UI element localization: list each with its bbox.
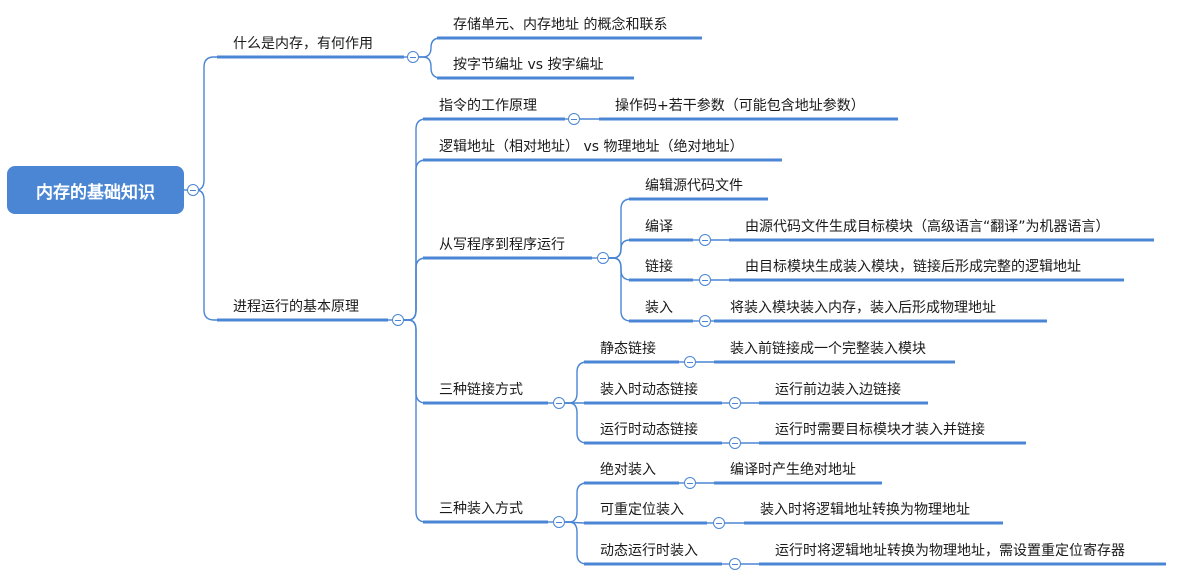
node-n1-0-0[interactable]: 操作码+若干参数（可能包含地址参数）	[615, 98, 865, 114]
node-n0[interactable]: 什么是内存，有何作用	[233, 36, 373, 52]
node-n1-1[interactable]: 逻辑地址（相对地址） vs 物理地址（绝对地址）	[439, 139, 744, 155]
node-n1-2-2[interactable]: 链接	[645, 259, 673, 275]
root-collapse-toggle[interactable]	[187, 184, 199, 196]
node-n1-0[interactable]: 指令的工作原理	[439, 98, 537, 114]
toggle-n1-2-1[interactable]	[699, 234, 711, 246]
node-n1-4[interactable]: 三种装入方式	[439, 501, 523, 517]
toggle-n1-0[interactable]	[568, 113, 580, 125]
node-n1-4-1-0[interactable]: 装入时将逻辑地址转换为物理地址	[760, 502, 970, 518]
node-n1-2-2-0[interactable]: 由目标模块生成装入模块，链接后形成完整的逻辑地址	[745, 259, 1081, 275]
node-n1-3[interactable]: 三种链接方式	[439, 382, 523, 398]
node-n1[interactable]: 进程运行的基本原理	[233, 299, 359, 315]
node-n1-4-2-0[interactable]: 运行时将逻辑地址转换为物理地址，需设置重定位寄存器	[775, 543, 1125, 559]
node-n1-4-2[interactable]: 动态运行时装入	[600, 543, 698, 559]
node-n0-1[interactable]: 按字节编址 vs 按字编址	[453, 57, 604, 73]
toggle-n1-3-0[interactable]	[684, 356, 696, 368]
toggle-n1-2[interactable]	[597, 252, 609, 264]
toggle-n1-3-2[interactable]	[729, 437, 741, 449]
node-n1-4-0[interactable]: 绝对装入	[600, 462, 656, 478]
node-n1-4-1[interactable]: 可重定位装入	[600, 502, 684, 518]
toggle-n0[interactable]	[407, 51, 419, 63]
toggle-n1-3-1[interactable]	[729, 397, 741, 409]
node-n1-2-0[interactable]: 编辑源代码文件	[645, 178, 743, 194]
toggle-n1-2-3[interactable]	[699, 315, 711, 327]
toggle-n1-4[interactable]	[553, 516, 565, 528]
node-n1-2-3-0[interactable]: 将装入模块装入内存，装入后形成物理地址	[730, 300, 996, 316]
toggle-n1[interactable]	[392, 314, 404, 326]
node-n0-0[interactable]: 存储单元、内存地址 的概念和联系	[453, 17, 668, 33]
node-n1-3-2[interactable]: 运行时动态链接	[600, 422, 698, 438]
root-node[interactable]: 内存的基础知识	[7, 166, 184, 214]
toggle-n1-4-2[interactable]	[729, 558, 741, 570]
node-n1-4-0-0[interactable]: 编译时产生绝对地址	[730, 462, 856, 478]
node-n1-3-1-0[interactable]: 运行前边装入边链接	[775, 382, 901, 398]
toggle-n1-4-0[interactable]	[684, 477, 696, 489]
node-n1-2-3[interactable]: 装入	[645, 300, 673, 316]
toggle-n1-2-2[interactable]	[699, 274, 711, 286]
node-n1-2[interactable]: 从写程序到程序运行	[439, 237, 565, 253]
node-n1-3-0-0[interactable]: 装入前链接成一个完整装入模块	[730, 341, 926, 357]
toggle-n1-4-1[interactable]	[713, 517, 725, 529]
node-n1-3-2-0[interactable]: 运行时需要目标模块才装入并链接	[775, 422, 985, 438]
node-n1-3-0[interactable]: 静态链接	[600, 341, 656, 357]
node-n1-3-1[interactable]: 装入时动态链接	[600, 382, 698, 398]
node-n1-2-1[interactable]: 编译	[645, 219, 673, 235]
node-n1-2-1-0[interactable]: 由源代码文件生成目标模块（高级语言“翻译”为机器语言）	[745, 219, 1110, 235]
toggle-n1-3[interactable]	[553, 397, 565, 409]
